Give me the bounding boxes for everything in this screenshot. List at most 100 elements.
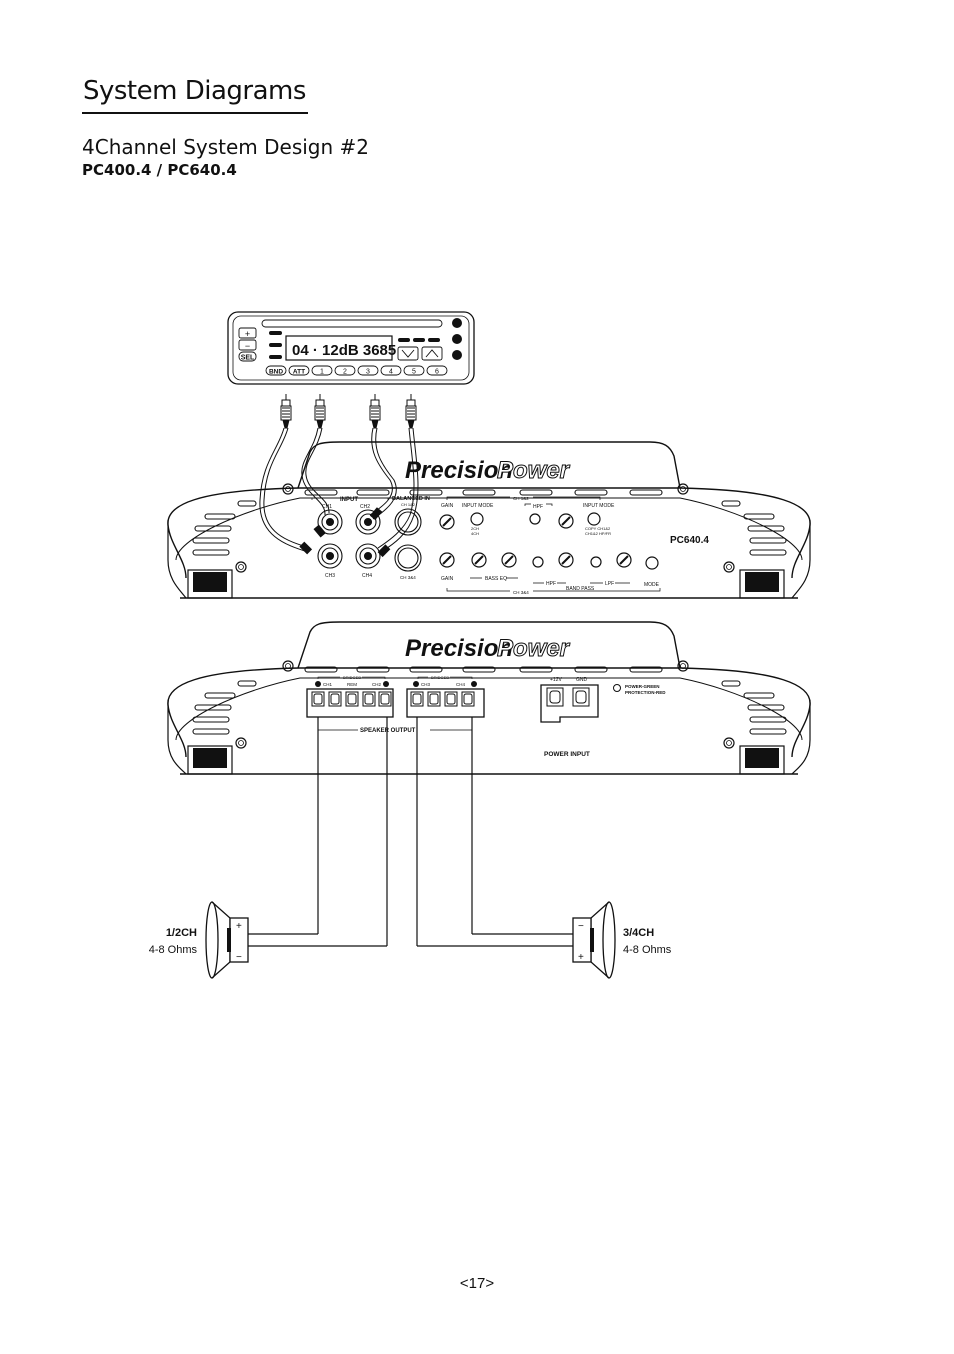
lpf-knob-ch34 [616, 552, 632, 568]
band-pass-switch [532, 556, 544, 568]
svg-text:CH4: CH4 [362, 573, 372, 579]
svg-text:CH 3&4: CH 3&4 [513, 590, 529, 595]
att-button[interactable] [288, 365, 310, 376]
bass-eq-level-knob [501, 552, 517, 568]
up-arrow-button[interactable] [421, 346, 443, 361]
rca-jack-ch1 [317, 509, 343, 535]
input-label: INPUT [340, 497, 358, 503]
svg-text:GND: GND [576, 677, 588, 683]
preset-3-button[interactable] [357, 365, 379, 376]
preset-button-row: BND ATT 1 2 3 4 5 6 [265, 365, 448, 376]
screw-icon [677, 483, 689, 495]
power-input-label: POWER INPUT [544, 751, 590, 758]
down-arrow-button[interactable] [397, 346, 419, 361]
speaker-left-minus: − [236, 952, 242, 963]
sel-button-label: SEL [241, 355, 255, 362]
balanced-jack-ch34 [394, 544, 422, 572]
brand-precision: Precision [405, 457, 513, 484]
svg-text:MODE: MODE [644, 582, 660, 588]
svg-text:REM: REM [347, 682, 357, 687]
screw-icon [282, 483, 294, 495]
screw-icon [723, 561, 735, 573]
svg-text:6: 6 [435, 369, 439, 376]
speaker-right-icon [572, 901, 616, 979]
svg-text:LPF: LPF [605, 581, 614, 587]
speaker-wires [248, 717, 573, 947]
svg-text:INPUT MODE: INPUT MODE [583, 503, 615, 509]
speaker-terminal-block-a [306, 688, 394, 718]
head-unit: + − SEL 04 · 12dB 3685 BND ATT 1 [227, 311, 475, 385]
page-title: System Diagrams [83, 76, 306, 106]
screw-icon [677, 660, 689, 672]
brand-precision-2: Precision [405, 635, 513, 662]
svg-text:2CH: 2CH [471, 526, 479, 531]
svg-text:CH 1&2: CH 1&2 [401, 502, 416, 507]
title-underline [82, 112, 308, 114]
gain-knob-ch12 [439, 514, 455, 530]
bnd-button[interactable] [265, 365, 287, 376]
balanced-jack-ch12 [394, 508, 422, 536]
svg-text:3: 3 [366, 369, 370, 376]
knob-icon [452, 334, 462, 344]
rca-cables [259, 427, 419, 553]
gain-knob-ch34 [439, 552, 455, 568]
speaker-right-minus: − [578, 921, 584, 932]
svg-text:4CH: 4CH [471, 531, 479, 536]
display-readout: 04 · 12dB 3685 [292, 342, 396, 359]
knob-icon [452, 350, 462, 360]
screw-icon [282, 660, 294, 672]
hpf-switch [529, 513, 541, 525]
amplifier-terminal-panel: Precision Power BR [167, 621, 811, 775]
speaker-left-plus: + [236, 921, 242, 932]
bass-eq-freq-knob [471, 552, 487, 568]
preset-6-button[interactable] [426, 365, 448, 376]
speaker-output-label: SPEAKER OUTPUT [360, 728, 416, 734]
svg-text:CH1&2 HP/FR: CH1&2 HP/FR [585, 531, 611, 536]
power-terminal-block [540, 684, 599, 723]
svg-text:CH 1&2: CH 1&2 [513, 496, 529, 501]
balanced-in-label: BALANCED IN [392, 496, 430, 502]
preset-4-button[interactable] [380, 365, 402, 376]
preset-2-button[interactable] [334, 365, 356, 376]
knob-icon [452, 318, 462, 328]
rca-plug-icon [369, 394, 381, 429]
rca-jack-ch4 [355, 543, 381, 569]
input-mode-switch [470, 512, 484, 526]
chevron-down-icon [401, 349, 415, 358]
speaker-right-plus: + [578, 952, 584, 963]
lpf-switch [590, 556, 602, 568]
svg-text:CH3: CH3 [325, 573, 335, 579]
speaker-left-icon [205, 901, 249, 979]
speaker-terminal-block-b [406, 688, 485, 718]
svg-text:CH1: CH1 [323, 682, 332, 687]
amplifier-top-panel: Precision Power [167, 441, 811, 599]
preset-1-button[interactable] [311, 365, 333, 376]
svg-text:HPF: HPF [546, 581, 556, 587]
minus-button-label: − [245, 341, 250, 351]
screw-icon [723, 737, 735, 749]
brand-power-2: Power [497, 635, 571, 662]
speaker-right-impedance: 4-8 Ohms [623, 944, 672, 956]
rca-jack-ch2 [355, 509, 381, 535]
input-mode-switch-2 [587, 512, 601, 526]
svg-text:CH3: CH3 [421, 682, 430, 687]
svg-text:CH2: CH2 [360, 504, 370, 510]
rca-plugs [280, 394, 417, 429]
plus-button-label: + [245, 329, 250, 339]
preset-5-button[interactable] [403, 365, 425, 376]
svg-text:BND: BND [269, 369, 283, 376]
svg-text:CH4: CH4 [456, 682, 465, 687]
rca-plug-icon [314, 394, 326, 429]
svg-text:INPUT MODE: INPUT MODE [462, 503, 494, 509]
svg-text:PROTECTION-RED: PROTECTION-RED [625, 690, 666, 695]
status-led-icon [613, 684, 621, 692]
svg-text:1: 1 [320, 369, 324, 376]
chevron-up-icon [425, 349, 439, 358]
rca-jack-ch3 [317, 543, 343, 569]
svg-text:CH1: CH1 [322, 504, 332, 510]
model-names: PC400.4 / PC640.4 [82, 161, 237, 179]
svg-text:BRIDGED: BRIDGED [343, 675, 361, 680]
svg-text:POWER-GREEN: POWER-GREEN [625, 684, 660, 689]
svg-text:2: 2 [343, 369, 347, 376]
